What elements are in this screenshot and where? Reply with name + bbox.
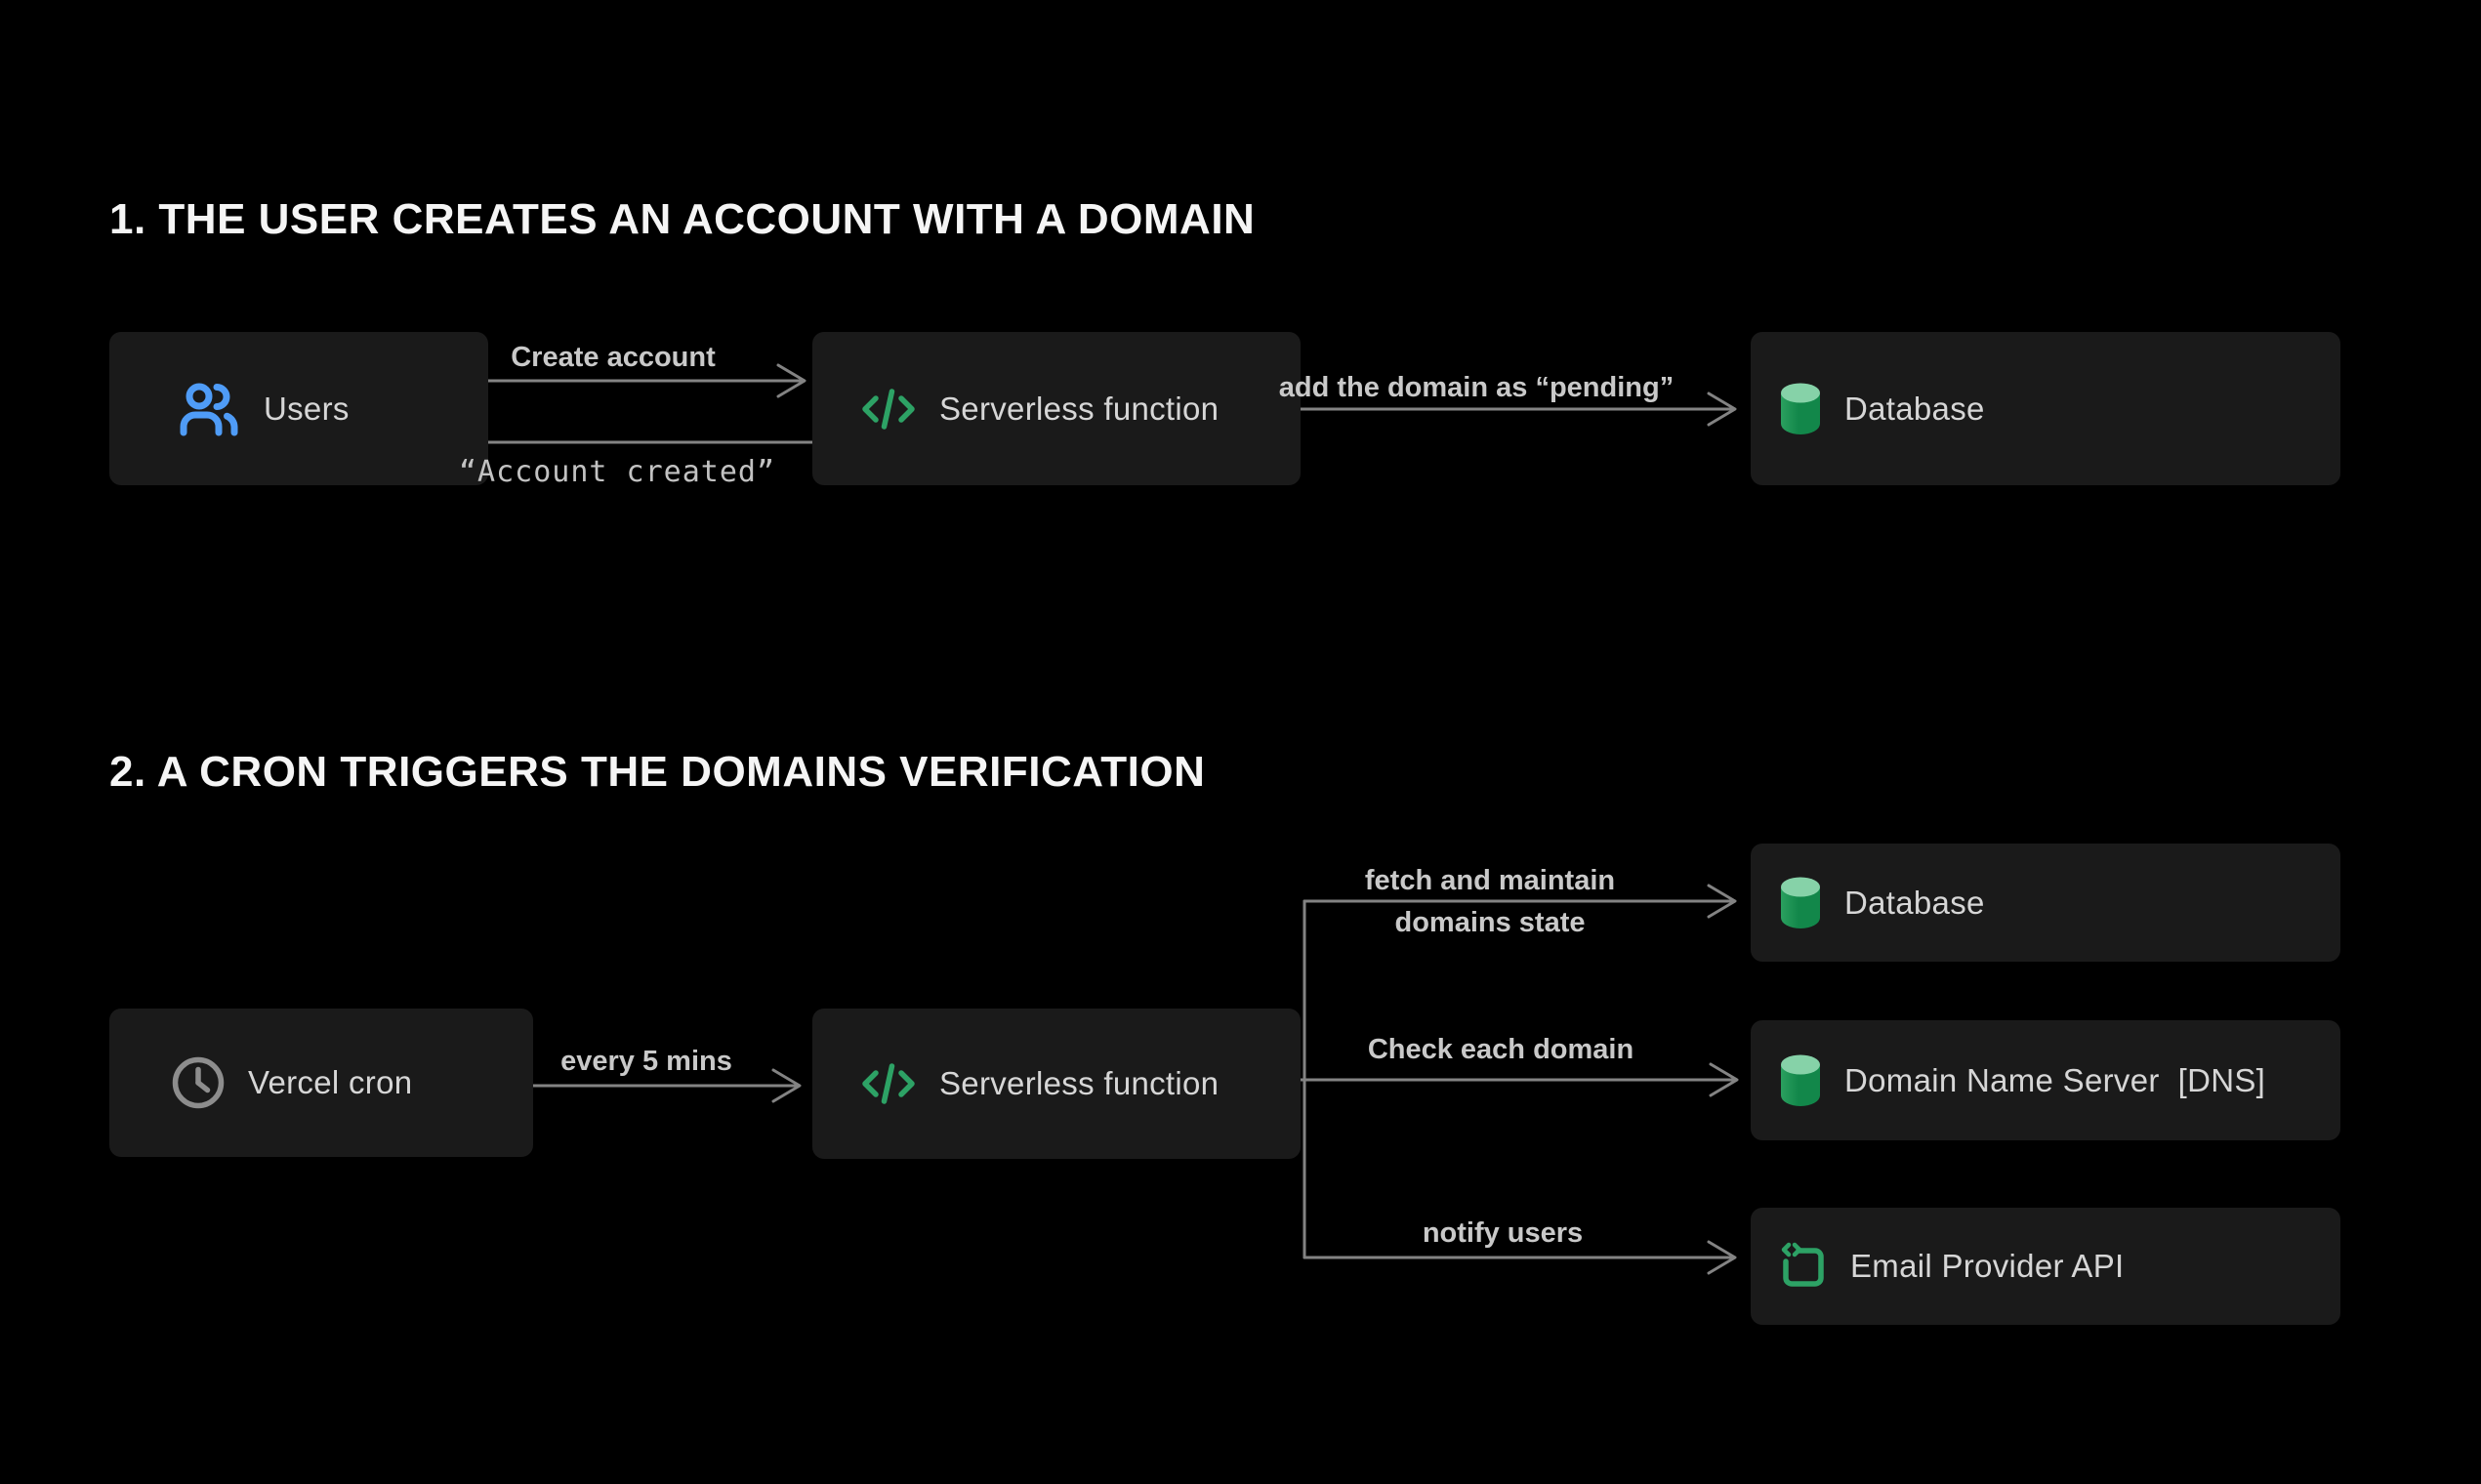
edge-label-every-5-mins: every 5 mins bbox=[560, 1046, 732, 1077]
dns-node: Domain Name Server [DNS] bbox=[1751, 1020, 2340, 1140]
edge-label-domains-state: domains state bbox=[1394, 907, 1586, 938]
users-label: Users bbox=[264, 390, 350, 427]
email-provider-api-node: Email Provider API bbox=[1751, 1208, 2340, 1325]
edge-label-create-account: Create account bbox=[511, 342, 716, 373]
arrow-add-domain bbox=[1250, 392, 1737, 427]
vercel-cron-label: Vercel cron bbox=[248, 1064, 413, 1100]
database-icon bbox=[1781, 1054, 1820, 1106]
database-icon bbox=[1781, 877, 1820, 928]
database-label: Database bbox=[1844, 390, 1985, 427]
users-node: Users bbox=[109, 332, 488, 485]
database-label: Database bbox=[1844, 884, 1985, 921]
serverless-function-node-1: Serverless function bbox=[812, 332, 1301, 485]
dns-label: Domain Name Server [DNS] bbox=[1844, 1061, 2266, 1098]
database-icon bbox=[1781, 383, 1820, 434]
arrow-notify-users bbox=[1303, 1240, 1737, 1275]
vercel-cron-node: Vercel cron bbox=[109, 1009, 533, 1157]
edge-label-check-each-domain: Check each domain bbox=[1367, 1034, 1634, 1065]
section1-title: 1. THE USER CREATES AN ACCOUNT WITH A DO… bbox=[109, 195, 1256, 243]
edge-label-fetch-and-maintain: fetch and maintain bbox=[1364, 865, 1616, 896]
section2-title: 2. A CRON TRIGGERS THE DOMAINS VERIFICAT… bbox=[109, 748, 1206, 796]
arrow-fetch-maintain bbox=[1303, 884, 1737, 919]
edge-label-add-domain-pending: add the domain as “pending” bbox=[1278, 372, 1675, 403]
arrow-create-account bbox=[426, 363, 806, 398]
serverless-label: Serverless function bbox=[939, 390, 1220, 427]
code-icon bbox=[862, 1063, 915, 1104]
serverless-function-node-2: Serverless function bbox=[812, 1009, 1301, 1159]
code-icon bbox=[862, 388, 915, 430]
arrow-check-domain bbox=[1233, 1062, 1739, 1097]
email-provider-api-label: Email Provider API bbox=[1850, 1248, 2125, 1284]
edge-label-notify-users: notify users bbox=[1422, 1217, 1584, 1249]
clock-icon bbox=[172, 1056, 225, 1109]
database-node-1: Database bbox=[1751, 332, 2340, 485]
serverless-label: Serverless function bbox=[939, 1065, 1220, 1101]
users-icon bbox=[180, 383, 238, 435]
api-icon bbox=[1781, 1242, 1824, 1287]
edge-label-account-created: “Account created” bbox=[458, 455, 776, 489]
database-node-2: Database bbox=[1751, 844, 2340, 962]
